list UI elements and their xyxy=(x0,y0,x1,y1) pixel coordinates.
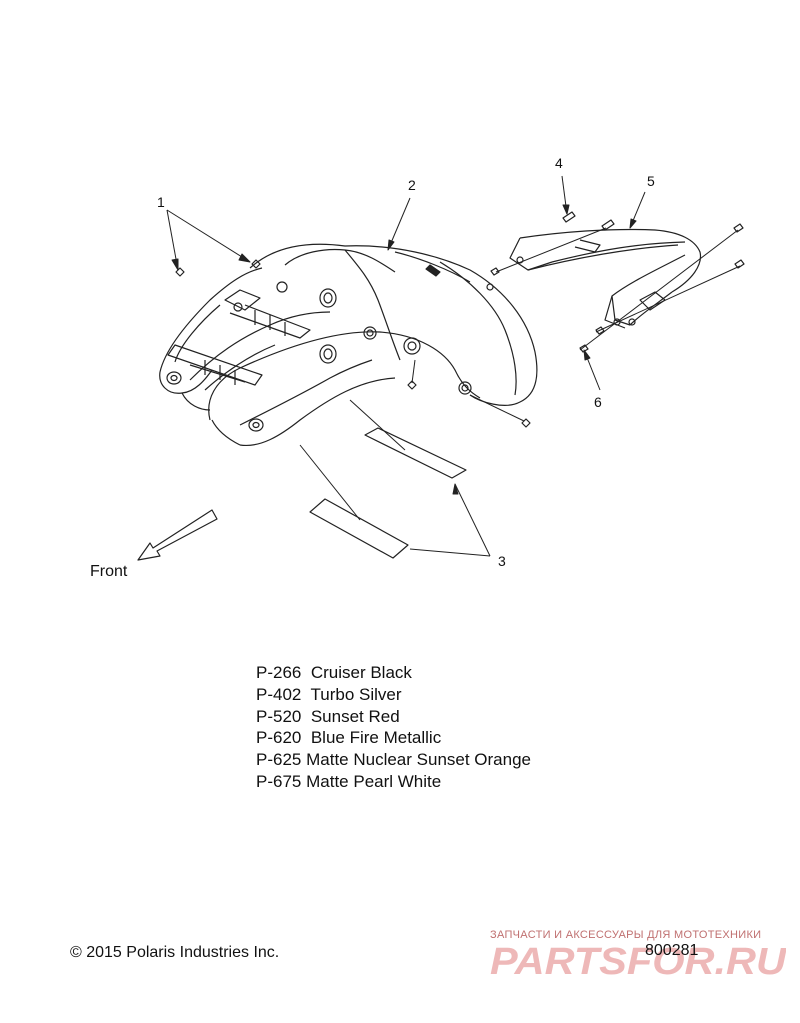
paint-code-item: P-520 Sunset Red xyxy=(256,706,400,726)
leader-lines xyxy=(166,175,741,557)
fasteners xyxy=(175,211,745,428)
paint-code-item: P-620 Blue Fire Metallic xyxy=(256,728,442,748)
front-arrow-icon xyxy=(137,509,218,561)
watermark-brand: PARTSFOR.RU xyxy=(490,942,786,978)
bracket-part xyxy=(509,228,702,329)
callout-3: 3 xyxy=(498,553,506,569)
callout-4: 4 xyxy=(555,155,563,171)
paint-code-item: P-625 Matte Nuclear Sunset Orange xyxy=(256,750,532,770)
decal-strips xyxy=(309,427,467,559)
callout-2: 2 xyxy=(408,177,416,193)
paint-code-item: P-266 Cruiser Black xyxy=(256,663,412,682)
paint-code-list: P-266 Cruiser Black P-402 Turbo Silver P… xyxy=(256,662,531,793)
copyright-notice: © 2015 Polaris Industries Inc. xyxy=(70,944,280,961)
drawing-number: 800281 xyxy=(645,942,699,959)
watermark-logo: PARTSFOR.RU xyxy=(490,942,786,978)
fender-part xyxy=(159,243,538,447)
callout-1: 1 xyxy=(157,194,165,210)
callout-6: 6 xyxy=(594,394,602,410)
paint-code-item: P-402 Turbo Silver xyxy=(256,684,402,704)
watermark-tagline: ЗАПЧАСТИ И АКСЕССУАРЫ ДЛЯ МОТОТЕХНИКИ xyxy=(490,929,762,941)
paint-code-item: P-675 Matte Pearl White xyxy=(256,771,442,791)
front-label: Front xyxy=(90,563,128,580)
callout-5: 5 xyxy=(647,173,655,189)
